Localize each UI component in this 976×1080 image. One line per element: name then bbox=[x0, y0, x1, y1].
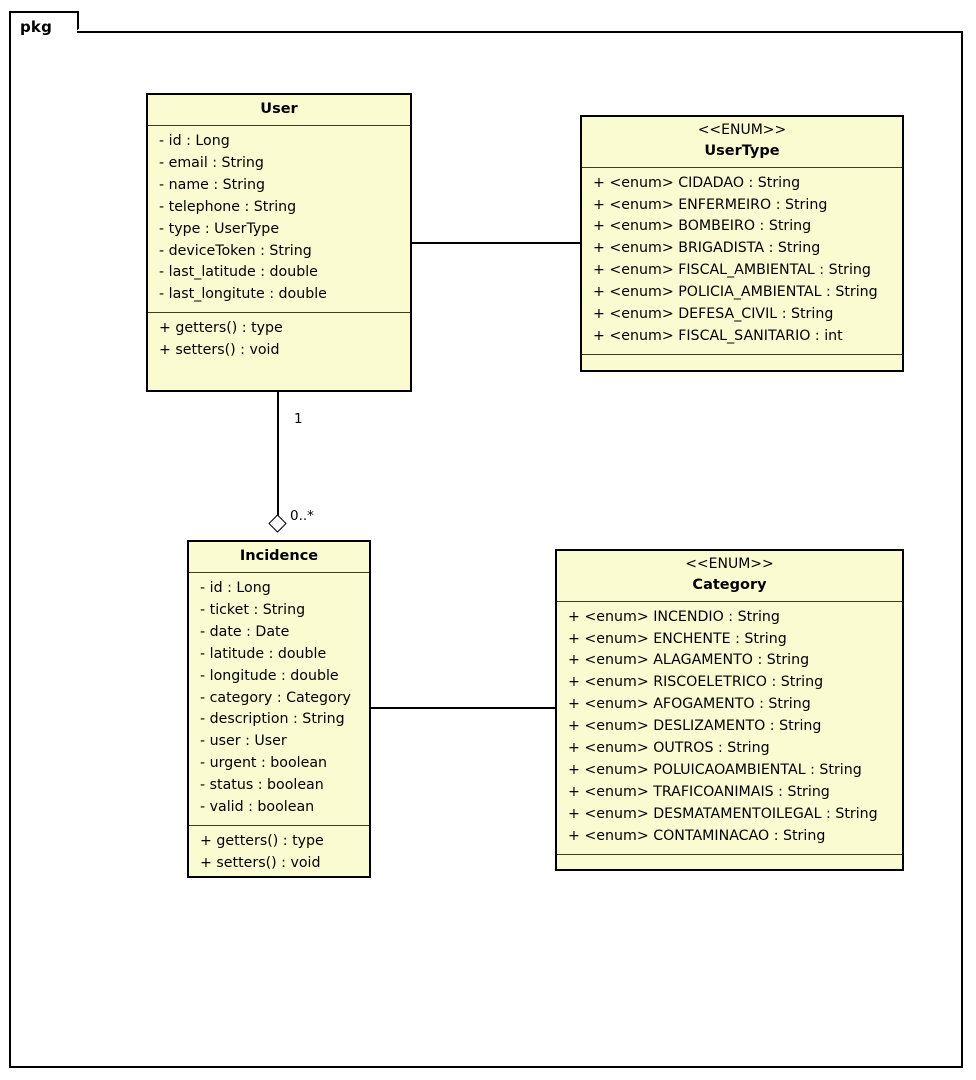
methods-compartment-usertype bbox=[582, 353, 902, 365]
enum-row: + <enum> ENFERMEIRO : String bbox=[593, 196, 828, 213]
enum-row: + <enum> BOMBEIRO : String bbox=[593, 218, 812, 235]
enum-row: + <enum> BRIGADISTA : String bbox=[593, 240, 821, 257]
attribute-row: - id : Long bbox=[159, 133, 230, 150]
package-tab bbox=[9, 11, 79, 43]
edge-incidence-category bbox=[369, 707, 557, 709]
attribute-row: - last_latitude : double bbox=[159, 264, 318, 281]
attributes-compartment-incidence: - id : Long - ticket : String - date : D… bbox=[189, 572, 369, 825]
enum-row: + <enum> DEFESA_CIVIL : String bbox=[593, 306, 834, 323]
enum-row: + <enum> DESMATAMENTOILEGAL : String bbox=[568, 805, 878, 822]
stereotype-usertype: <<ENUM>> bbox=[697, 122, 787, 138]
stereotype-category: <<ENUM>> bbox=[685, 556, 774, 572]
package-tab-mask bbox=[11, 30, 77, 34]
class-name-usertype: UserType bbox=[704, 142, 780, 159]
enum-row: + <enum> CIDADAO : String bbox=[593, 174, 801, 191]
multiplicity-source: 1 bbox=[294, 411, 303, 427]
enum-row: + <enum> POLUICAOAMBIENTAL : String bbox=[568, 761, 862, 778]
class-box-user[interactable]: User - id : Long - email : String - name… bbox=[146, 93, 412, 392]
enum-row: + <enum> INCENDIO : String bbox=[568, 608, 780, 625]
edge-user-usertype bbox=[411, 242, 580, 244]
methods-compartment-user: + getters() : type + setters() : void bbox=[148, 312, 410, 368]
enum-row: + <enum> FISCAL_AMBIENTAL : String bbox=[593, 262, 871, 279]
package-tab-label-wrap: pkg bbox=[9, 11, 79, 43]
class-box-usertype[interactable]: <<ENUM>> UserType + <enum> CIDADAO : Str… bbox=[580, 115, 904, 372]
methods-compartment-category bbox=[557, 853, 902, 865]
attribute-row: - valid : boolean bbox=[200, 799, 315, 816]
enum-row: + <enum> OUTROS : String bbox=[568, 740, 770, 757]
attributes-compartment-usertype: + <enum> CIDADAO : String + <enum> ENFER… bbox=[582, 166, 902, 354]
methods-compartment-incidence: + getters() : type + setters() : void bbox=[189, 824, 369, 876]
class-name-incidence: Incidence bbox=[239, 548, 319, 564]
enum-row: + <enum> RISCOELETRICO : String bbox=[568, 674, 824, 691]
class-header-category: <<ENUM>> Category bbox=[557, 551, 902, 601]
enum-row: + <enum> TRAFICOANIMAIS : String bbox=[568, 783, 830, 800]
class-header-user: User bbox=[148, 95, 410, 125]
attribute-row: - status : boolean bbox=[200, 777, 324, 794]
attribute-row: - description : String bbox=[200, 711, 345, 728]
attribute-row: - telephone : String bbox=[159, 198, 297, 215]
attribute-row: - category : Category bbox=[200, 689, 351, 706]
enum-row: + <enum> FISCAL_SANITARIO : int bbox=[593, 327, 843, 344]
attribute-row: - user : User bbox=[200, 733, 287, 750]
attribute-row: - type : UserType bbox=[159, 220, 280, 237]
enum-row: + <enum> AFOGAMENTO : String bbox=[568, 696, 811, 713]
edge-user-incidence bbox=[277, 392, 279, 524]
class-box-category[interactable]: <<ENUM>> Category + <enum> INCENDIO : St… bbox=[555, 549, 904, 871]
enum-row: + <enum> CONTAMINACAO : String bbox=[568, 827, 826, 844]
class-name-category: Category bbox=[692, 576, 767, 593]
attribute-row: - email : String bbox=[159, 154, 264, 171]
attribute-row: - date : Date bbox=[200, 623, 290, 640]
package-label: pkg bbox=[20, 18, 53, 36]
class-box-incidence[interactable]: Incidence - id : Long - ticket : String … bbox=[187, 540, 371, 878]
method-row: + setters() : void bbox=[200, 854, 321, 871]
attributes-compartment-category: + <enum> INCENDIO : String + <enum> ENCH… bbox=[557, 600, 902, 854]
class-name-user: User bbox=[260, 101, 298, 117]
enum-row: + <enum> DESLIZAMENTO : String bbox=[568, 718, 822, 735]
attribute-row: - latitude : double bbox=[200, 645, 327, 662]
attribute-row: - deviceToken : String bbox=[159, 242, 312, 259]
class-header-incidence: Incidence bbox=[189, 542, 369, 572]
attributes-compartment-user: - id : Long - email : String - name : St… bbox=[148, 125, 410, 312]
attribute-row: - longitude : double bbox=[200, 667, 339, 684]
enum-row: + <enum> POLICIA_AMBIENTAL : String bbox=[593, 284, 878, 301]
attribute-row: - last_longitute : double bbox=[159, 286, 327, 303]
method-row: + setters() : void bbox=[159, 342, 280, 359]
enum-row: + <enum> ENCHENTE : String bbox=[568, 630, 787, 647]
attribute-row: - ticket : String bbox=[200, 601, 306, 618]
package-frame bbox=[9, 31, 963, 1068]
method-row: + getters() : type bbox=[200, 832, 324, 849]
attribute-row: - urgent : boolean bbox=[200, 755, 328, 772]
enum-row: + <enum> ALAGAMENTO : String bbox=[568, 652, 810, 669]
attribute-row: - name : String bbox=[159, 176, 266, 193]
method-row: + getters() : type bbox=[159, 320, 283, 337]
multiplicity-target: 0..* bbox=[290, 508, 314, 524]
class-header-usertype: <<ENUM>> UserType bbox=[582, 117, 902, 167]
attribute-row: - id : Long bbox=[200, 580, 271, 597]
